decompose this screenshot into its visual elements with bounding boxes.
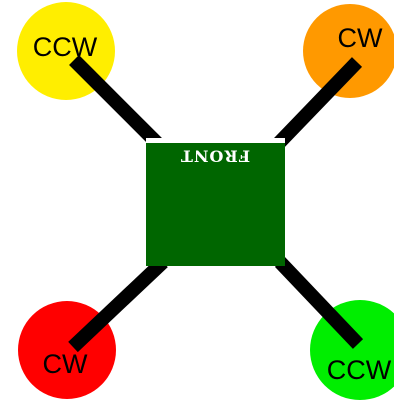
body-front-edge xyxy=(146,138,285,143)
arm-bottom-right xyxy=(274,257,364,349)
rotor-label-bottom-right: CCW xyxy=(327,355,392,385)
rotor-label-top-left: CCW xyxy=(33,32,98,62)
arm-top-left xyxy=(69,55,163,149)
front-label: FRONT xyxy=(180,147,250,166)
arm-bottom-left xyxy=(68,256,168,353)
arm-top-right xyxy=(272,57,363,149)
rotor-label-bottom-left: CW xyxy=(43,349,88,379)
drone-body xyxy=(146,138,285,266)
rotor-label-top-right: CW xyxy=(338,23,383,53)
rotor-top-right xyxy=(303,4,394,98)
